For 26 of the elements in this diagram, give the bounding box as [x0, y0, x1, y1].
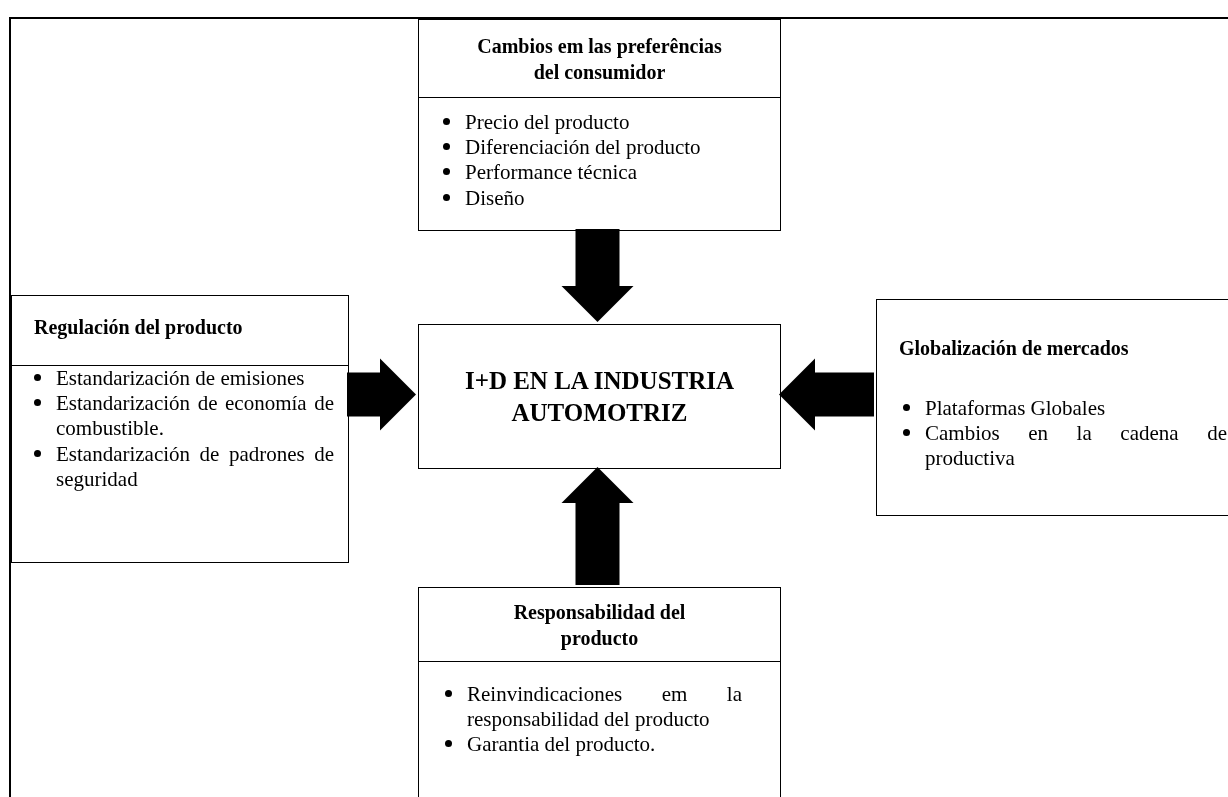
block-arrow — [561, 467, 634, 585]
box-heading: Responsabilidad del producto — [512, 599, 687, 651]
bullet-text: Reinvindicaciones em la responsabilidad del producto — [467, 682, 742, 732]
bullet-text: Cambios en la cadena de productiva — [925, 421, 1227, 471]
bullet-text: Garantia del producto. — [467, 732, 656, 757]
box-heading: Globalización de mercados — [899, 336, 1129, 361]
bullet-text: Precio del producto — [465, 110, 630, 134]
factor-box — [418, 587, 781, 797]
bullet-text: Plataformas Globales — [925, 396, 1106, 420]
box-heading: Regulación del producto — [34, 315, 243, 340]
factor-box — [418, 19, 781, 231]
factor-box — [11, 295, 349, 563]
bullet-text: Estandarización de emisiones — [56, 366, 305, 390]
block-arrow — [347, 358, 416, 431]
bullet-text: Estandarización de economía de combustible. — [56, 391, 334, 441]
factor-box — [876, 299, 1228, 516]
block-arrow — [561, 229, 634, 322]
bullet-text: Diseño — [465, 185, 525, 210]
outer-frame — [9, 17, 1228, 797]
bullet-text: Performance técnica — [465, 160, 637, 185]
bullet-text: Estandarización de padrones de seguridad — [56, 441, 334, 491]
central-title: I+D EN LA INDUSTRIA AUTOMOTRIZ — [463, 366, 736, 428]
box-heading: Cambios em las preferências del consumidor — [476, 33, 723, 85]
central-box — [418, 324, 781, 469]
block-arrow — [779, 358, 874, 431]
bullet-text: Diferenciación del producto — [465, 135, 701, 160]
